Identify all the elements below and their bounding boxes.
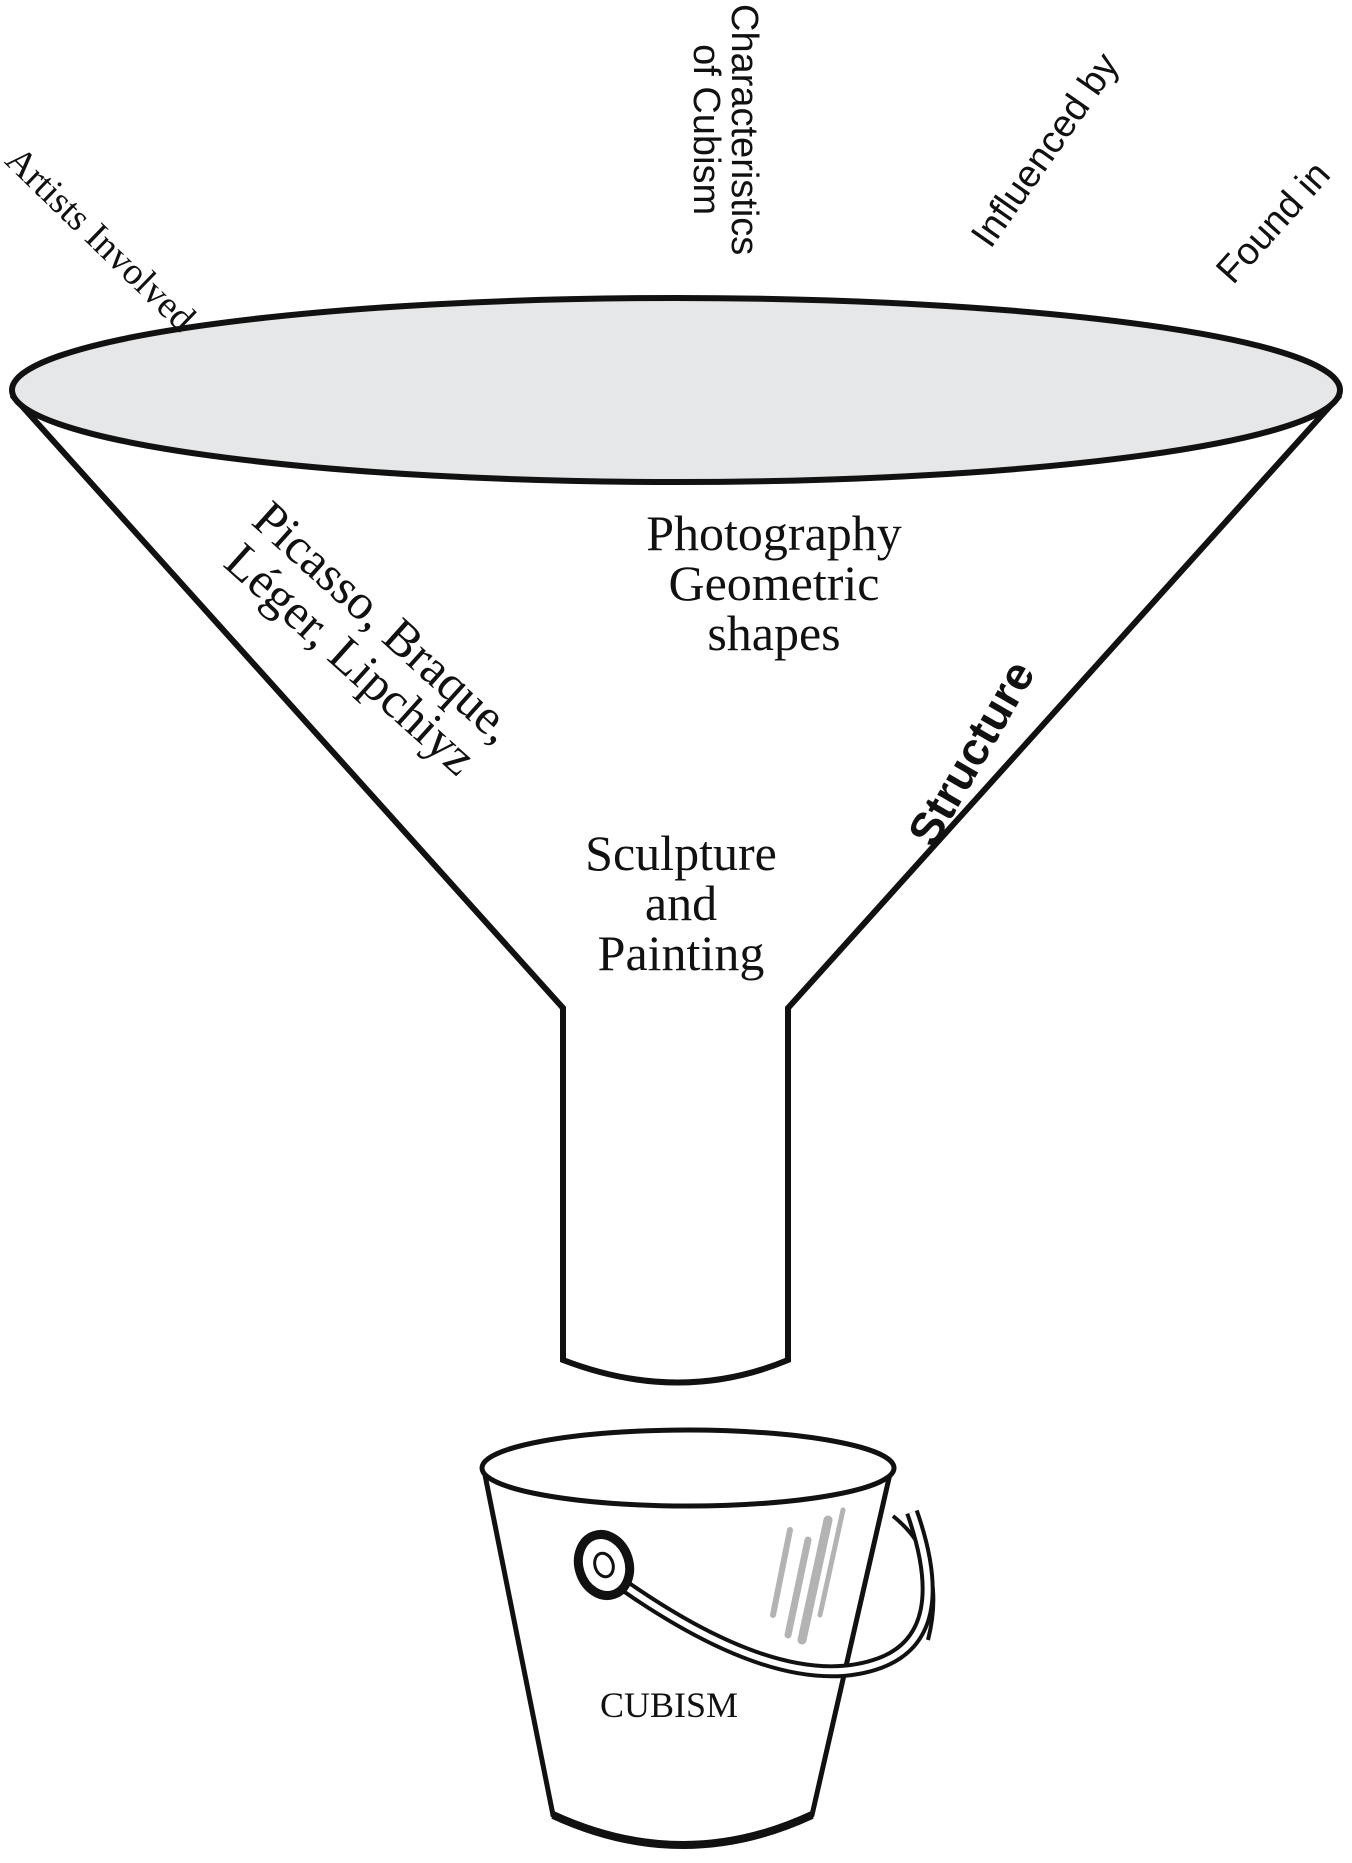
bucket-rim — [479, 1427, 897, 1509]
found-value-line-1: Sculpture — [585, 825, 777, 881]
found-value: Sculpture and Painting — [531, 828, 831, 978]
characteristics-value-line-2: Geometric — [668, 555, 880, 611]
found-value-line-3: Painting — [597, 925, 765, 981]
characteristics-value-line-1: Photography — [646, 505, 902, 561]
category-characteristics-label: Characteristics of Cubism — [685, 4, 765, 256]
characteristics-line-1: Characteristics — [723, 4, 765, 256]
found-value-line-2: and — [644, 875, 718, 931]
funnel-rim — [9, 295, 1343, 485]
bucket-highlight — [770, 1507, 846, 1645]
bucket-bottom — [551, 1811, 814, 1849]
characteristics-value-line-3: shapes — [707, 605, 841, 661]
funnel-body — [9, 392, 1343, 1386]
characteristics-value: Photography Geometric shapes — [574, 508, 974, 658]
bucket-label: CUBISM — [600, 1685, 739, 1725]
characteristics-line-2: of Cubism — [685, 44, 727, 216]
